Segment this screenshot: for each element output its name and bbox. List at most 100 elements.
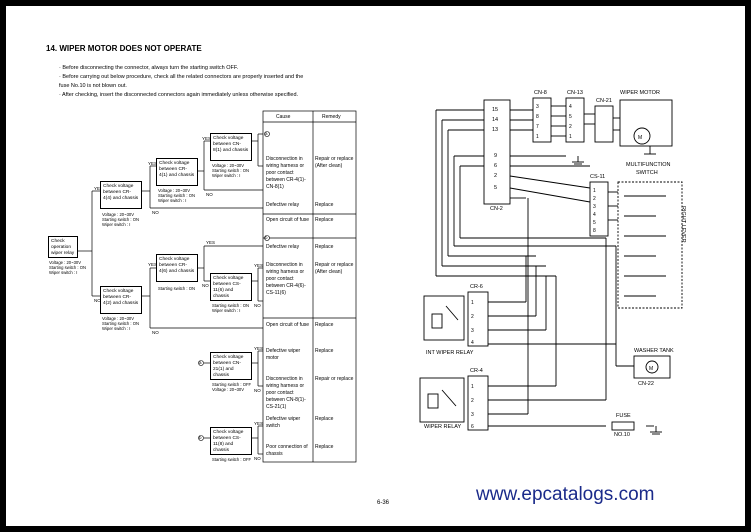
- no-label: NO: [152, 210, 159, 215]
- remedy-cell: Repair or replace (After clean): [315, 262, 354, 275]
- yes-label: YES: [254, 263, 264, 268]
- yes-label: YES: [254, 421, 264, 426]
- svg-text:6: 6: [471, 424, 474, 430]
- svg-text:3: 3: [593, 204, 596, 210]
- note-line: · Before carrying out below procedure, c…: [59, 74, 304, 80]
- note-line: · Before disconnecting the connector, al…: [59, 65, 239, 71]
- yes-label: YES: [148, 262, 158, 267]
- svg-text:2: 2: [471, 398, 474, 404]
- svg-text:4: 4: [593, 212, 596, 218]
- remedy-cell: Replace: [315, 217, 334, 223]
- svg-text:1: 1: [471, 300, 474, 306]
- cn2-pin-label: 14: [492, 117, 499, 123]
- cause-cell: Defective wiper motor: [266, 348, 301, 361]
- yes-label: YES: [148, 161, 158, 166]
- fuse-number-label: NO.10: [614, 432, 630, 438]
- cause-cell: Open circuit of fuse: [266, 217, 310, 223]
- yes-label: YES: [206, 240, 216, 245]
- svg-text:1: 1: [471, 384, 474, 390]
- int-wiper-relay-label: INT WIPER RELAY: [426, 350, 474, 356]
- cn2-pin-label: 6: [494, 163, 498, 169]
- page-number: 6-36: [377, 500, 390, 506]
- no-label: NO: [206, 192, 213, 197]
- cause-cell: Disconnection in wiring harness or poor …: [266, 376, 306, 410]
- svg-text:2: 2: [471, 314, 474, 320]
- cn2-pin-label: 5: [494, 185, 498, 191]
- check-cs11-6-box: Check voltage between CS-11(6) and chass…: [210, 273, 252, 301]
- remedy-cell: Replace: [315, 444, 334, 450]
- yes-label: YES: [94, 186, 104, 191]
- wiper-motor-label: WIPER MOTOR: [620, 90, 660, 96]
- no-label: NO: [254, 388, 261, 393]
- svg-text:M: M: [649, 366, 653, 372]
- cn21-label: CN-21: [596, 98, 612, 104]
- cn8-label: CN-8: [534, 90, 547, 96]
- cn2-pin-label: 15: [492, 107, 499, 113]
- flowchart-lines: [78, 110, 357, 463]
- cause-cell: Defective relay: [266, 244, 300, 250]
- cn2-pin-label: 9: [494, 153, 498, 159]
- yes-label: YES: [254, 346, 264, 351]
- cn2-pin-label: 13: [492, 127, 499, 133]
- svg-text:1: 1: [593, 188, 596, 194]
- wiper-relay-label: WIPER RELAY: [424, 424, 462, 430]
- check-cn21-1-box: Check voltage between CN-21(1) and chass…: [210, 352, 252, 380]
- cause-cell: Defective relay: [266, 202, 300, 208]
- cause-cell: Defective wiper switch: [266, 416, 301, 429]
- svg-text:1: 1: [536, 134, 539, 140]
- no-label: NO: [254, 456, 261, 461]
- cause-header: Cause: [276, 114, 291, 120]
- cr6-label: CR-6: [470, 284, 483, 290]
- switch-label: SWITCH: [636, 170, 658, 176]
- cs11-label: CS-11: [590, 174, 606, 180]
- svg-text:8: 8: [536, 114, 539, 120]
- connector-b-label: b: [199, 435, 202, 440]
- check-cs11-8-condition: Starting switch : OFF: [212, 457, 252, 462]
- cause-cell: Disconnection in wiring harness or poor …: [266, 156, 306, 190]
- check-cs11-8-box: Check voltage between CS-11(8) and chass…: [210, 427, 252, 455]
- remedy-cell: Repair or replace: [315, 376, 354, 382]
- right-lever-label: RIGHT LEVER: [680, 206, 686, 243]
- connector-a-label: a: [265, 131, 268, 136]
- check-cn8-1-box: Check voltage between CN-8(1) and chassi…: [210, 133, 252, 161]
- check-cr4-4-box: Check voltage between CR-4(4) and chassi…: [100, 181, 142, 209]
- remedy-cell: Replace: [315, 416, 334, 422]
- fuse-label: FUSE: [616, 413, 631, 419]
- remedy-header: Remedy: [322, 114, 341, 120]
- check-cr4-1-box: Check voltage between CR-4(1) and chassi…: [156, 158, 198, 186]
- no-label: NO: [152, 330, 159, 335]
- start-box: Check operation wiper relay: [48, 236, 78, 258]
- svg-text:3: 3: [536, 104, 539, 110]
- check-cr4-6-box: Check voltage between CR-4(6) and chassi…: [156, 254, 198, 282]
- no-label: NO: [202, 283, 209, 288]
- check-cr4-6-condition: Starting switch : ON: [158, 286, 196, 291]
- cn2-label: CN-2: [490, 206, 503, 212]
- svg-text:4: 4: [569, 104, 572, 110]
- no-label: NO: [94, 298, 101, 303]
- remedy-cell: Replace: [315, 348, 334, 354]
- cn22-label: CN-22: [638, 381, 654, 387]
- cause-cell: Disconnection in wiring harness or poor …: [266, 262, 306, 296]
- remedy-cell: Replace: [315, 202, 334, 208]
- yes-label: YES: [202, 136, 212, 141]
- multifunction-label: MULTIFUNCTION: [626, 162, 671, 168]
- svg-text:2: 2: [593, 196, 596, 202]
- svg-text:2: 2: [569, 124, 572, 130]
- cn2-pin-label: 2: [494, 173, 498, 179]
- svg-text:5: 5: [569, 114, 572, 120]
- no-label: NO: [254, 303, 261, 308]
- cr4-label: CR-4: [470, 368, 483, 374]
- manual-page: 14. WIPER MOTOR DOES NOT OPERATE · Befor…: [6, 6, 745, 526]
- remedy-cell: Repair or replace (After clean): [315, 156, 354, 169]
- watermark: www.epcatalogs.com: [476, 484, 655, 505]
- svg-text:M: M: [638, 135, 642, 141]
- cause-cell: Poor connection of chassis: [266, 444, 308, 457]
- note-line: fuse No.10 is not blown out.: [59, 83, 127, 89]
- svg-text:4: 4: [471, 340, 474, 346]
- note-line: · After checking, insert the disconnecte…: [59, 92, 299, 98]
- svg-text:3: 3: [471, 328, 474, 334]
